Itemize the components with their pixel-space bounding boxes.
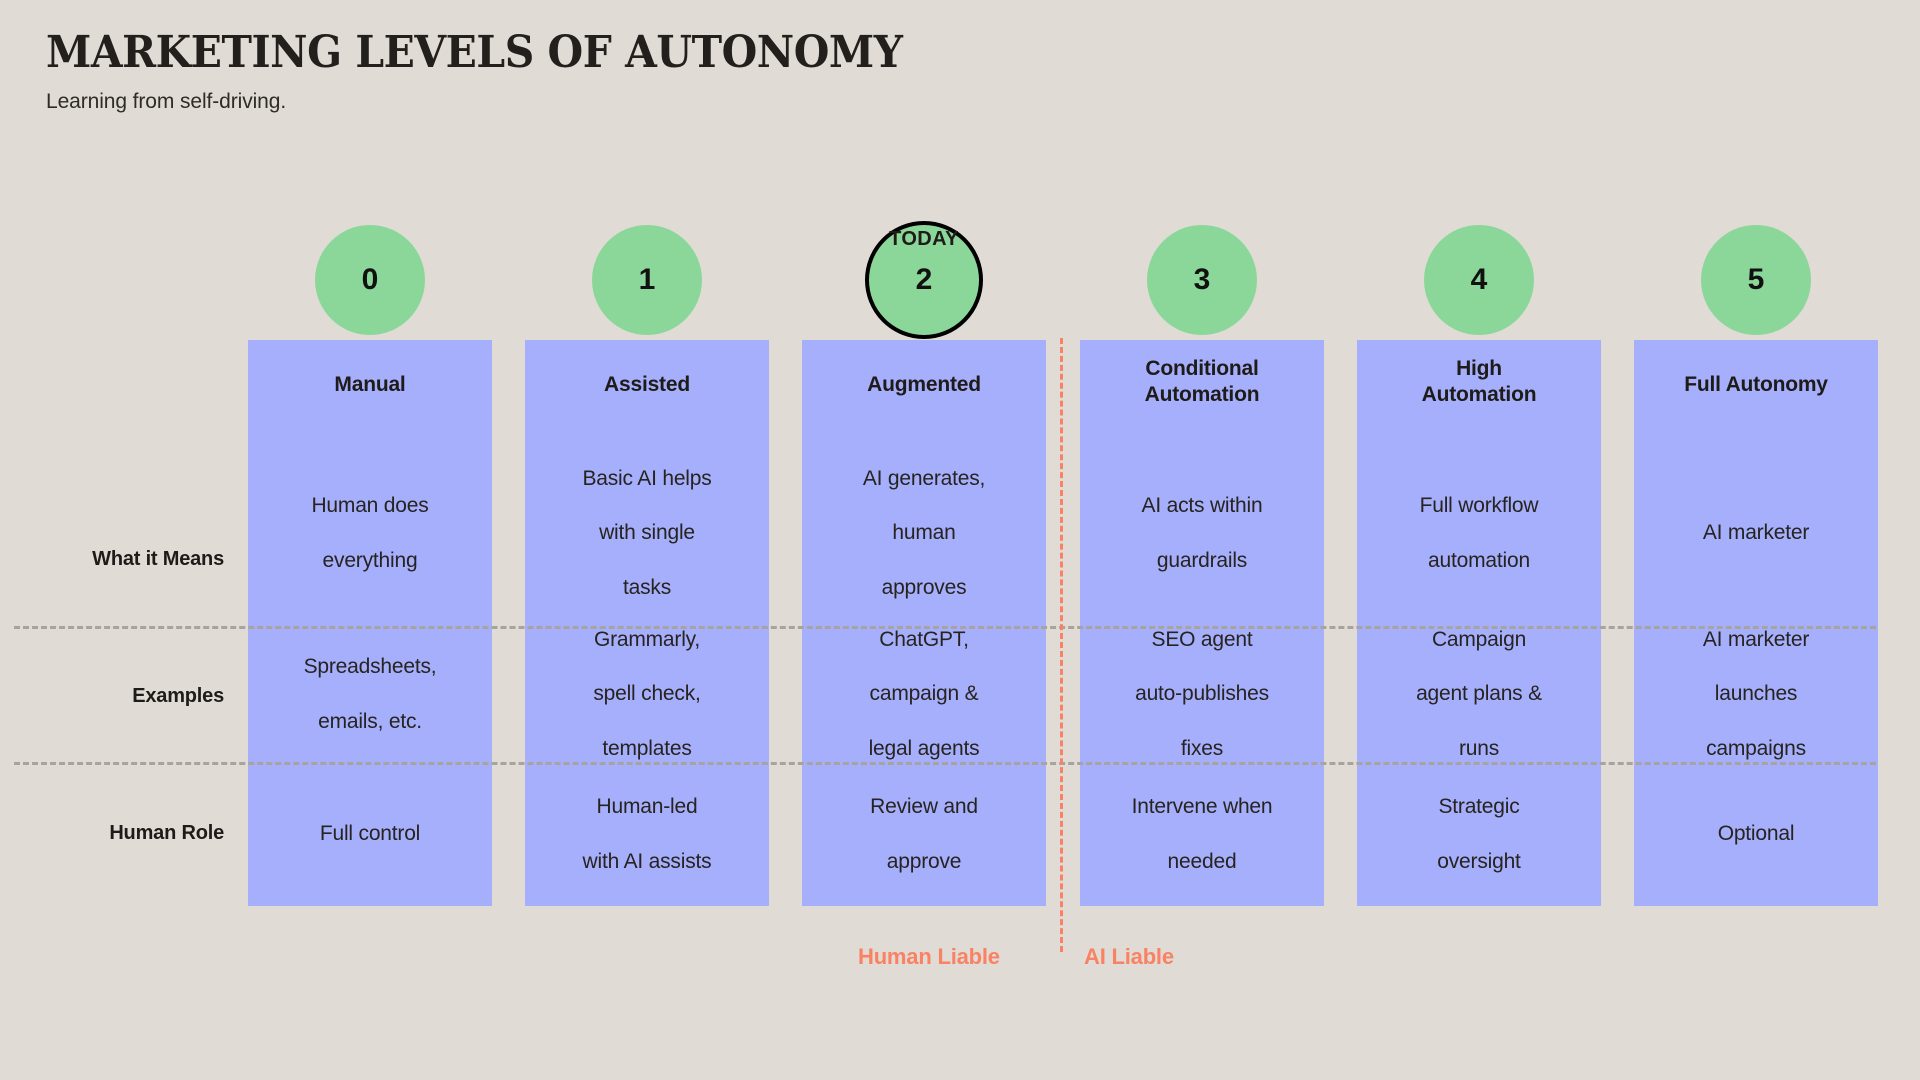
level-badge-1[interactable]: 1: [592, 225, 702, 335]
cell-what-it-means: AI marketer: [1634, 440, 1878, 626]
text-line: runs: [1458, 736, 1500, 760]
column-title: Full Autonomy: [1684, 373, 1828, 396]
level-column-1[interactable]: Assisted Basic AI helps with single task…: [525, 340, 769, 906]
cell-human-role: Intervene when needed: [1080, 762, 1324, 906]
text-line: SEO agent: [1151, 627, 1253, 651]
column-title: Assisted: [604, 373, 690, 396]
level-column-5[interactable]: Full Autonomy AI marketer AI marketer la…: [1634, 340, 1878, 906]
text-line: Full control: [319, 822, 421, 846]
text-line: Strategic: [1438, 795, 1520, 819]
page-title: MARKETING LEVELS OF AUTONOMY: [46, 27, 903, 78]
text-line: Full workflow: [1419, 494, 1539, 518]
text-line: Automation: [1144, 382, 1260, 406]
cell-what-it-means: AI generates, human approves: [802, 440, 1046, 626]
text-line: Basic AI helps: [582, 466, 712, 490]
cell-what-it-means: Full workflow automation: [1357, 440, 1601, 626]
text-line: needed: [1167, 849, 1237, 873]
row-divider: [14, 762, 1876, 765]
text-line: with AI assists: [582, 849, 712, 873]
text-line: AI marketer: [1702, 627, 1810, 651]
text-line: human: [892, 521, 956, 545]
text-line: guardrails: [1156, 548, 1248, 572]
cell-human-role: Full control: [248, 762, 492, 906]
cell-human-role: Strategic oversight: [1357, 762, 1601, 906]
row-label-examples: Examples: [132, 685, 224, 707]
cell-human-role: Human-led with AI assists: [525, 762, 769, 906]
cell-examples: ChatGPT, campaign & legal agents: [802, 626, 1046, 762]
liability-label-human: Human Liable: [858, 944, 1000, 969]
cell-what-it-means: Human does everything: [248, 440, 492, 626]
text-line: tasks: [622, 575, 671, 599]
level-column-3[interactable]: Conditional Automation AI acts within gu…: [1080, 340, 1324, 906]
text-line: Optional: [1717, 822, 1795, 846]
text-line: emails, etc.: [318, 709, 422, 733]
text-line: approve: [886, 849, 962, 873]
cell-what-it-means: AI acts within guardrails: [1080, 440, 1324, 626]
text-line: templates: [602, 736, 692, 760]
text-line: campaigns: [1706, 736, 1806, 760]
text-line: auto-publishes: [1135, 682, 1269, 706]
level-column-4[interactable]: High Automation Full workflow automation…: [1357, 340, 1601, 906]
column-title: Manual: [334, 373, 406, 396]
text-line: approves: [881, 575, 967, 599]
text-line: campaign &: [869, 682, 979, 706]
text-line: Automation: [1421, 382, 1537, 406]
header: MARKETING LEVELS OF AUTONOMY Learning fr…: [46, 27, 1246, 114]
text-line: with single: [599, 521, 695, 545]
column-title: Conditional Automation: [1080, 356, 1324, 407]
row-divider: [14, 626, 1876, 629]
level-badge-4[interactable]: 4: [1424, 225, 1534, 335]
cell-examples: Grammarly, spell check, templates: [525, 626, 769, 762]
level-badge-2-today[interactable]: 2: [865, 221, 983, 339]
text-line: AI marketer: [1702, 521, 1810, 545]
column-title: High Automation: [1357, 356, 1601, 407]
level-badge-3[interactable]: 3: [1147, 225, 1257, 335]
liability-divider: [1060, 338, 1063, 952]
text-line: agent plans &: [1416, 682, 1542, 706]
text-line: ChatGPT,: [879, 627, 969, 651]
cell-examples: Spreadsheets, emails, etc.: [248, 626, 492, 762]
row-label-human-role: Human Role: [109, 822, 224, 844]
text-line: Human-led: [596, 795, 698, 819]
text-line: Intervene when: [1131, 795, 1273, 819]
text-line: Grammarly,: [593, 627, 701, 651]
level-badge-0[interactable]: 0: [315, 225, 425, 335]
cell-what-it-means: Basic AI helps with single tasks: [525, 440, 769, 626]
page-subtitle: Learning from self-driving.: [46, 90, 287, 114]
cell-examples: Campaign agent plans & runs: [1357, 626, 1601, 762]
today-marker-label: TODAY: [889, 228, 959, 250]
level-badge-5[interactable]: 5: [1701, 225, 1811, 335]
text-line: Spreadsheets,: [303, 655, 437, 679]
cell-examples: AI marketer launches campaigns: [1634, 626, 1878, 762]
text-line: spell check,: [593, 682, 701, 706]
text-line: oversight: [1437, 849, 1521, 873]
text-line: Human does: [311, 494, 429, 518]
cell-human-role: Review and approve: [802, 762, 1046, 906]
text-line: Review and: [870, 795, 978, 819]
cell-examples: SEO agent auto-publishes fixes: [1080, 626, 1324, 762]
level-column-2[interactable]: Augmented AI generates, human approves C…: [802, 340, 1046, 906]
column-title: Augmented: [867, 373, 981, 396]
row-label-what-it-means: What it Means: [92, 548, 224, 570]
text-line: automation: [1428, 548, 1530, 572]
text-line: fixes: [1180, 736, 1224, 760]
text-line: Conditional: [1145, 357, 1259, 380]
cell-human-role: Optional: [1634, 762, 1878, 906]
text-line: AI acts within: [1141, 494, 1263, 518]
liability-label-ai: AI Liable: [1084, 944, 1174, 969]
text-line: everything: [322, 548, 418, 572]
text-line: AI generates,: [862, 466, 986, 490]
text-line: launches: [1714, 682, 1798, 706]
text-line: High: [1456, 357, 1502, 380]
text-line: legal agents: [868, 736, 980, 760]
text-line: Campaign: [1431, 627, 1527, 651]
level-column-0[interactable]: Manual Human does everything Spreadsheet…: [248, 340, 492, 906]
